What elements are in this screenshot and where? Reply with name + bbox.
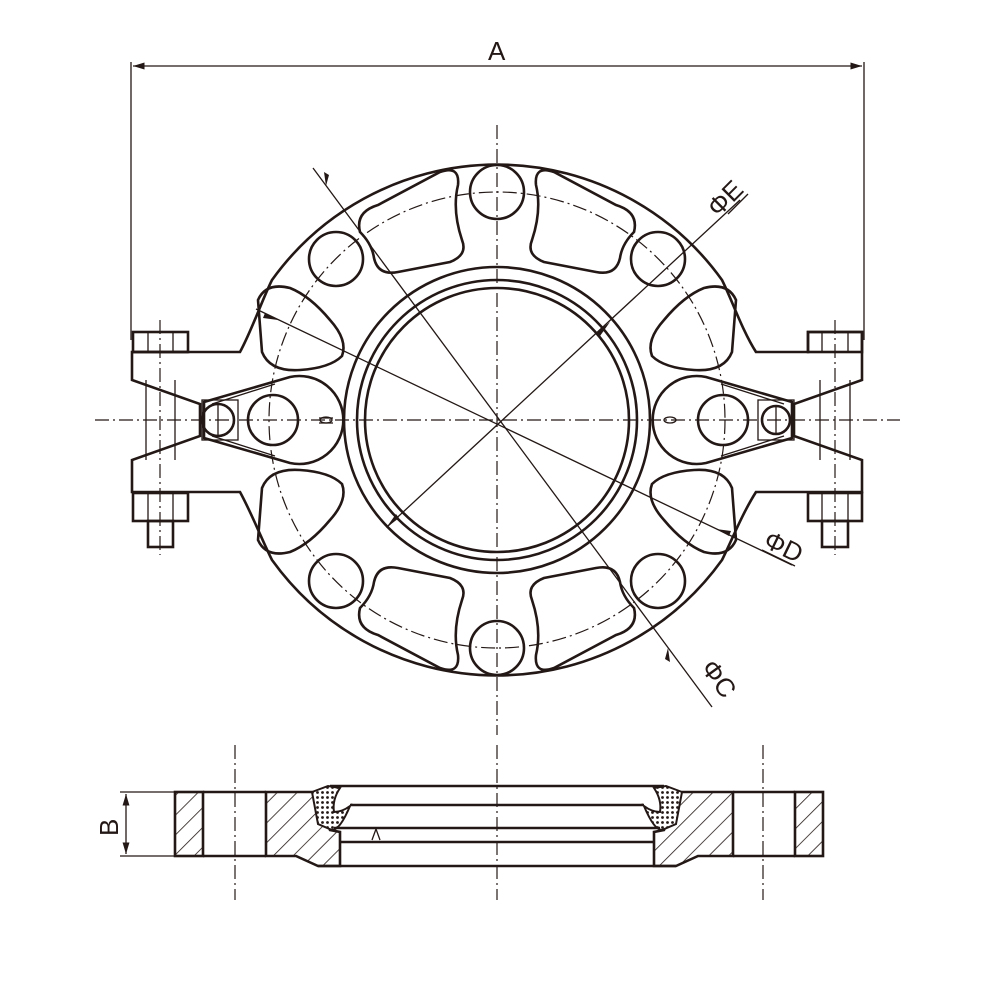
gasket-marker bbox=[371, 827, 381, 841]
dimension-e-label: ΦE bbox=[701, 174, 749, 222]
right-gasket bbox=[641, 784, 684, 832]
left-outer-section bbox=[173, 790, 205, 858]
dimension-c-label: ΦC bbox=[695, 654, 743, 704]
ring-inner bbox=[363, 286, 631, 554]
right-outer-section bbox=[793, 790, 825, 858]
bolt-holes bbox=[307, 163, 687, 677]
right-bolt bbox=[806, 320, 864, 555]
bolt-circle bbox=[268, 191, 726, 649]
dimension-d-label: ΦD bbox=[759, 524, 808, 568]
dimension-b: B bbox=[94, 791, 175, 857]
dimension-a: A bbox=[130, 36, 865, 340]
ring-outer bbox=[342, 265, 652, 575]
dimension-a-label: A bbox=[488, 36, 506, 66]
dimension-e: ΦE bbox=[386, 174, 749, 528]
slots bbox=[256, 168, 738, 672]
front-view: ΦE ΦD ΦC bbox=[95, 125, 900, 735]
section-view: B bbox=[94, 745, 825, 900]
right-hinge bbox=[651, 374, 795, 466]
left-gasket bbox=[310, 784, 353, 832]
dimension-c: ΦC bbox=[312, 167, 743, 708]
dimension-b-label: B bbox=[94, 819, 124, 836]
ring-mid bbox=[355, 278, 639, 562]
left-bolt bbox=[131, 320, 190, 555]
